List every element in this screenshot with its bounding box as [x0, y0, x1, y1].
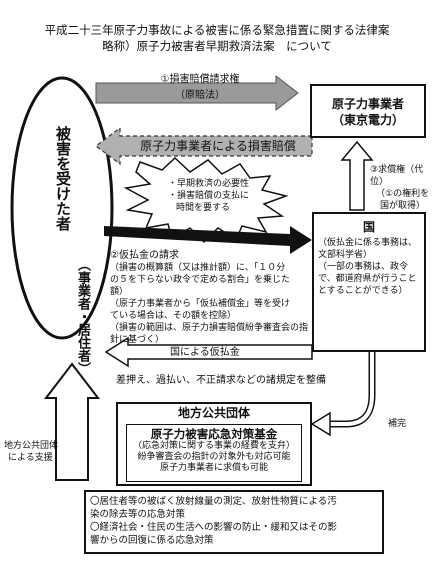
request-arrow	[104, 226, 312, 254]
victim-ellipse	[10, 76, 114, 340]
state-line-1: （仮払金に係る事務は、	[318, 238, 418, 248]
title-line-2: 略称）原子力被害者早期救済法案 について	[102, 39, 332, 53]
claim-label-line-1: ①損害賠償請求権	[160, 74, 240, 85]
fund-box: 原子力被害応急対策基金 （応急対策に関する事業の経費を支弁） 紛争審査会の指針の…	[126, 424, 302, 482]
operator-name: 原子力事業者	[331, 97, 404, 111]
request-line-7: （損害の範囲は、原子力損害賠償紛争審査会の指	[110, 323, 309, 333]
claim-sublabel: （原賠法）	[175, 90, 225, 101]
state-line-3: （一部の事務は、政令	[318, 262, 409, 272]
fund-line-2: 紛争審査会の指針の対象外も対応可能	[137, 452, 291, 462]
request-line-6: ている場合は、その額を控除）	[110, 311, 237, 321]
state-line-4: で、都道府県が行うこと	[318, 274, 417, 284]
fund-title: 原子力被害応急対策基金	[150, 427, 278, 441]
measures-line-2: 染の除去等の応急対策	[90, 509, 186, 520]
measures-line-4: 響からの回復に係る応急対策	[90, 535, 214, 546]
local-support-label: 地方公共団体 による支援	[4, 440, 84, 464]
fund-line-3: 原子力事業者に求償も可能	[159, 463, 268, 473]
claim-label: ①損害賠償請求権	[140, 73, 260, 86]
state-line-2: 文部科学省）	[318, 250, 373, 260]
provisional-arrow	[104, 336, 313, 368]
state-box: 国 （仮払金に係る事務は、 文部科学省） （一部の事務は、政令 で、都道府県が行…	[312, 212, 426, 352]
measures-box: 〇居住者等の被ばく放射線量の測定、放射性物質による汚 染の除去等の応急対策 〇経…	[84, 490, 384, 554]
supplement-arrow-inner	[326, 352, 374, 426]
measures-line-1: 〇居住者等の被ばく放射線量の測定、放射性物質による汚	[90, 496, 337, 507]
supplement-arrowhead	[310, 411, 331, 437]
state-heading: 国	[362, 220, 375, 234]
problem-text: ・早期救済の必要性 ・損害賠償の支払に 時間を要する	[168, 178, 268, 214]
request-text: ②仮払金の請求 （損害の概算額（又は推計額）に、「１０分 の５を下らない政令で定…	[110, 250, 310, 346]
problem-item-3: 時間を要する	[176, 203, 231, 213]
request-line-1: ②仮払金の請求	[110, 250, 179, 261]
victim-sublabel: （事業者・居住者）	[75, 258, 90, 375]
measures-line-3: 〇経済社会・住民の生活への影響の防止・緩和又はその影	[90, 522, 338, 533]
local-support-line-2: による支援	[8, 453, 53, 463]
rules-text: 差押え、過払い、不正請求などの諸規定を整備	[116, 375, 326, 386]
local-support-arrow	[43, 362, 101, 481]
fund-line-1: （応急対策に関する事業の経費を支弁）	[132, 441, 295, 451]
compensation-arrow	[95, 126, 313, 166]
state-line-5: とすることができる）	[318, 286, 408, 296]
supplement-label: 補完	[388, 419, 407, 429]
operator-company: （東京電力）	[331, 113, 404, 127]
provisional-label: 国による仮払金	[170, 347, 240, 358]
local-gov-box: 地方公共団体 原子力被害応急対策基金 （応急対策に関する事業の経費を支弁） 紛争…	[116, 402, 312, 486]
problem-burst	[123, 156, 289, 244]
claim-arrow	[95, 74, 299, 112]
supplement-arrow	[326, 352, 376, 428]
reimbursement-line-2: （①の権利を	[376, 189, 430, 199]
operator-box: 原子力事業者 （東京電力）	[310, 84, 426, 138]
reimbursement-line-1: ③求償権（代位）	[370, 165, 424, 187]
local-gov-header: 地方公共団体	[177, 406, 250, 420]
request-line-2: （損害の概算額（又は推計額）に、「１０分	[110, 263, 286, 273]
request-line-8: 針に基づく）	[110, 335, 165, 345]
reimbursement-arrow	[340, 140, 374, 211]
problem-item-2: ・損害賠償の支払に	[168, 191, 250, 201]
request-line-3: の５を下らない政令で定める割合」を乗じた	[110, 275, 291, 285]
title-line-1: 平成二十三年原子力事故による被害に係る緊急措置に関する法律案	[44, 23, 390, 37]
local-support-line-1: 地方公共団体	[4, 441, 59, 451]
victim-label: 被害を受けた者	[54, 126, 72, 231]
state-details: （仮払金に係る事務は、 文部科学省） （一部の事務は、政令 で、都道府県が行うこ…	[318, 237, 420, 297]
reimbursement-line-3: 国が取得）	[380, 201, 426, 211]
request-line-5: （原子力事業者から「仮払補償金」等を受け	[110, 299, 291, 309]
compensation-label: 原子力事業者による損害賠償	[140, 139, 296, 153]
problem-item-1: ・早期救済の必要性	[168, 179, 250, 189]
request-line-4: 額）	[110, 287, 129, 297]
page-title: 平成二十三年原子力事故による被害に係る緊急措置に関する法律案 略称）原子力被害者…	[10, 22, 424, 54]
reimbursement-text: ③求償権（代位） （①の権利を 国が取得）	[370, 164, 432, 212]
